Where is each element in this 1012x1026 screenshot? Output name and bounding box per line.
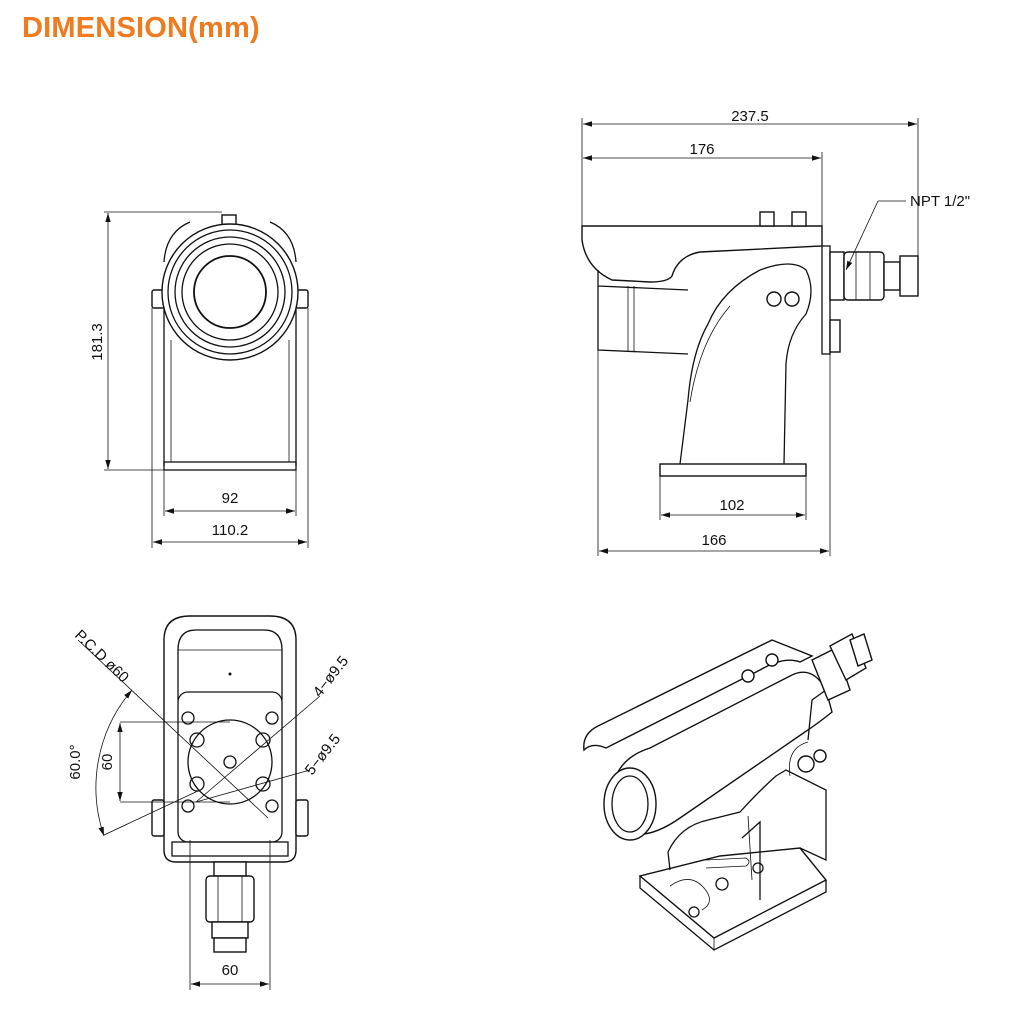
isometric-view	[583, 633, 873, 951]
bottom-horizontal-label: 60	[222, 962, 239, 979]
front-view: 181.3 92 110.2	[89, 211, 309, 548]
bottom-housing	[151, 615, 309, 953]
bottom-holes4-callout: 4−ø9.5	[310, 653, 352, 701]
front-outer-width-label: 110.2	[212, 522, 248, 539]
bottom-angle-label: 60.0°	[67, 744, 84, 779]
front-height-label: 181.3	[89, 323, 106, 361]
bottom-horizontal-dimension: 60	[189, 840, 271, 990]
side-thread-label: NPT 1/2"	[910, 193, 970, 210]
side-housing-length-label: 176	[689, 141, 714, 158]
side-housing-length-dimension: 176	[583, 141, 823, 226]
bottom-holes4-label: 4−ø9.5	[310, 653, 352, 701]
side-depth-dimension: 166	[597, 350, 831, 556]
side-thread-callout: NPT 1/2"	[845, 193, 970, 271]
bottom-pcd-callout: P.C.D ø60	[71, 627, 132, 687]
front-inner-width-dimension: 92	[163, 470, 297, 516]
bottom-angle-dimension: 60.0°	[67, 689, 133, 837]
bottom-pcd-label: P.C.D ø60	[71, 627, 132, 687]
side-base-dimension: 102	[659, 476, 807, 520]
page-title: DIMENSION(mm)	[22, 12, 260, 44]
side-housing	[581, 211, 919, 477]
side-total-length-dimension: 237.5	[581, 108, 919, 256]
front-inner-width-label: 92	[222, 490, 239, 507]
front-lens-housing	[161, 214, 299, 361]
front-height-dimension: 181.3	[89, 211, 222, 471]
bottom-holes5-label: 5−ø9.5	[302, 731, 344, 779]
front-bracket	[151, 289, 309, 471]
side-total-length-label: 237.5	[731, 108, 769, 125]
bottom-view: P.C.D ø60 4−ø9.5 5−ø9.5 60.0° 60 60	[67, 615, 352, 990]
side-depth-label: 166	[701, 532, 726, 549]
bottom-vertical-dimension: 60	[99, 723, 123, 801]
front-outer-width-dimension: 110.2	[151, 308, 309, 548]
side-view: 237.5 176 NPT 1/2" 102 166	[581, 108, 970, 556]
side-base-label: 102	[719, 497, 744, 514]
bottom-holes5-callout: 5−ø9.5	[302, 731, 344, 779]
bottom-vertical-label: 60	[99, 754, 116, 771]
